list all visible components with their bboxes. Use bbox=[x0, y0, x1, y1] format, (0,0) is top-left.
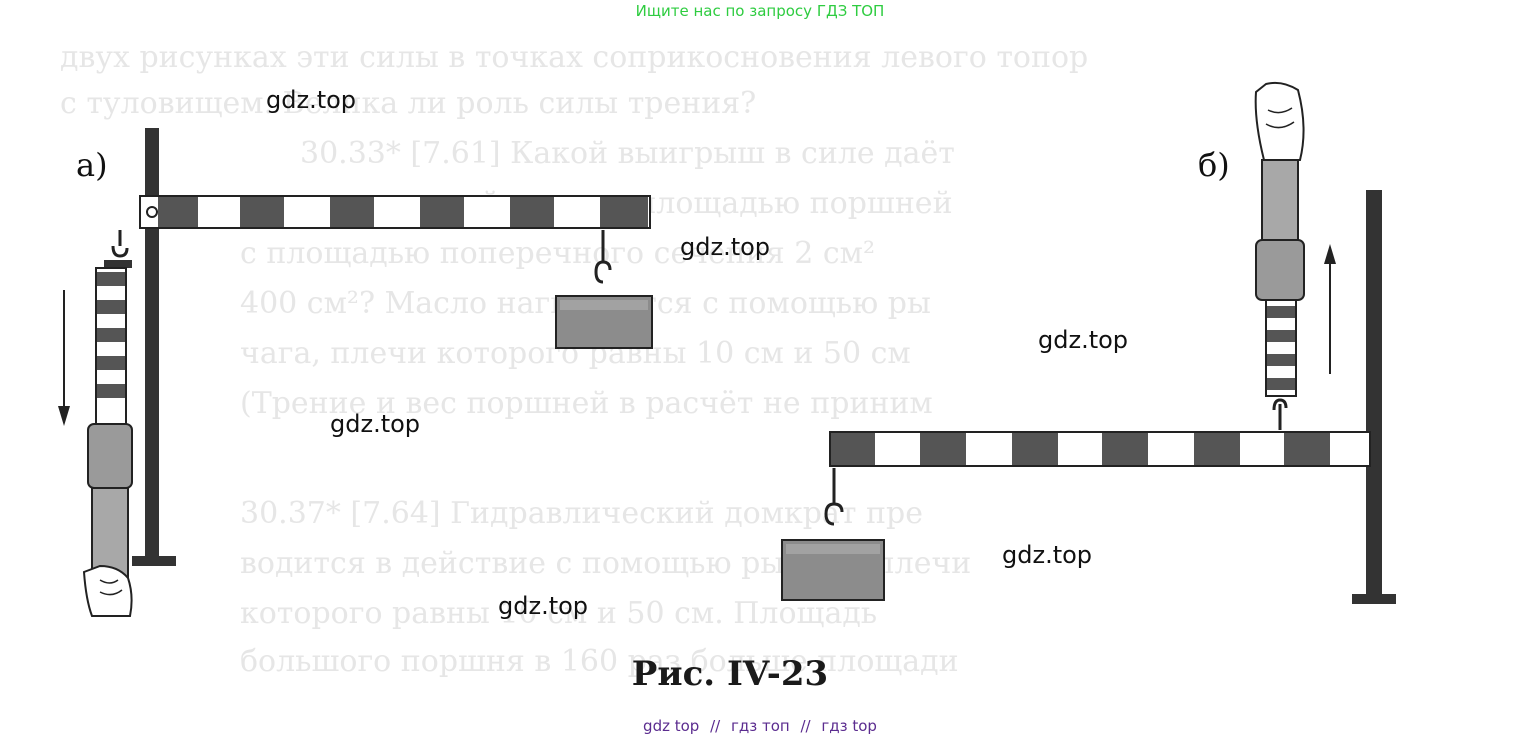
banner-text[interactable]: Ищите нас по запросу ГДЗ ТОП bbox=[635, 2, 885, 20]
weight-hook-icon bbox=[824, 468, 844, 526]
watermark: gdz.top bbox=[498, 592, 589, 620]
background-line: которого равны 10 см и 50 см. Площадь bbox=[240, 596, 878, 631]
background-line: (Трение и вес поршней в расчёт не приним bbox=[240, 386, 933, 421]
hook-icon bbox=[111, 230, 129, 258]
figure-a-label: а) bbox=[76, 146, 108, 184]
background-line: с туловищем. Велика ли роль силы трения? bbox=[60, 86, 757, 121]
background-line: с площадью поперечного сечения 2 см² bbox=[240, 236, 876, 271]
down-arrow-icon bbox=[58, 290, 70, 426]
stand-post-a bbox=[145, 128, 159, 562]
footer-separator: // bbox=[710, 717, 721, 735]
stand-base-b bbox=[1352, 594, 1396, 604]
watermark: gdz.top bbox=[680, 233, 771, 261]
watermark: gdz.top bbox=[1038, 326, 1129, 354]
figure-b-label: б) bbox=[1198, 146, 1230, 184]
background-line: двух рисунках эти силы в точках соприкос… bbox=[60, 40, 1089, 75]
footer-links: gdz top // гдз топ // гдз top bbox=[0, 716, 1520, 736]
lever-segments-b bbox=[831, 433, 1330, 465]
watermark: gdz.top bbox=[1002, 541, 1093, 569]
background-line: 30.37* [7.64] Гидравлический домкрат пре bbox=[240, 496, 923, 531]
hand-icon bbox=[1254, 81, 1305, 161]
watermark: gdz.top bbox=[266, 86, 357, 114]
lever-bar-a bbox=[139, 195, 651, 229]
footer-separator: // bbox=[800, 717, 811, 735]
lever-segments-a bbox=[158, 197, 648, 227]
weight-hook-icon bbox=[594, 230, 612, 284]
stand-post-b bbox=[1366, 190, 1382, 598]
footer-link-gdz-top-mixed[interactable]: гдз top bbox=[821, 717, 877, 735]
figure-b bbox=[781, 81, 1396, 604]
pivot-a bbox=[146, 206, 158, 218]
footer-link-gdz-top-ru[interactable]: гдз топ bbox=[730, 717, 790, 735]
top-banner[interactable]: Ищите нас по запросу ГДЗ ТОП bbox=[0, 0, 1520, 22]
watermark: gdz.top bbox=[330, 410, 421, 438]
hand-icon bbox=[82, 564, 133, 617]
up-arrow-icon bbox=[1324, 244, 1336, 374]
dynamometer-b bbox=[1255, 159, 1305, 430]
footer-link-gdz-top[interactable]: gdz top bbox=[643, 717, 700, 735]
background-line: большого поршня в 160 раз больше площади bbox=[240, 644, 959, 679]
stand-base-a bbox=[132, 556, 176, 566]
figure-a bbox=[58, 128, 653, 617]
dynamometer-a bbox=[87, 260, 133, 579]
figure-caption: Рис. IV-23 bbox=[631, 654, 829, 694]
background-line: 30.33* [7.61] Какой выигрыш в силе даёт bbox=[300, 136, 955, 171]
